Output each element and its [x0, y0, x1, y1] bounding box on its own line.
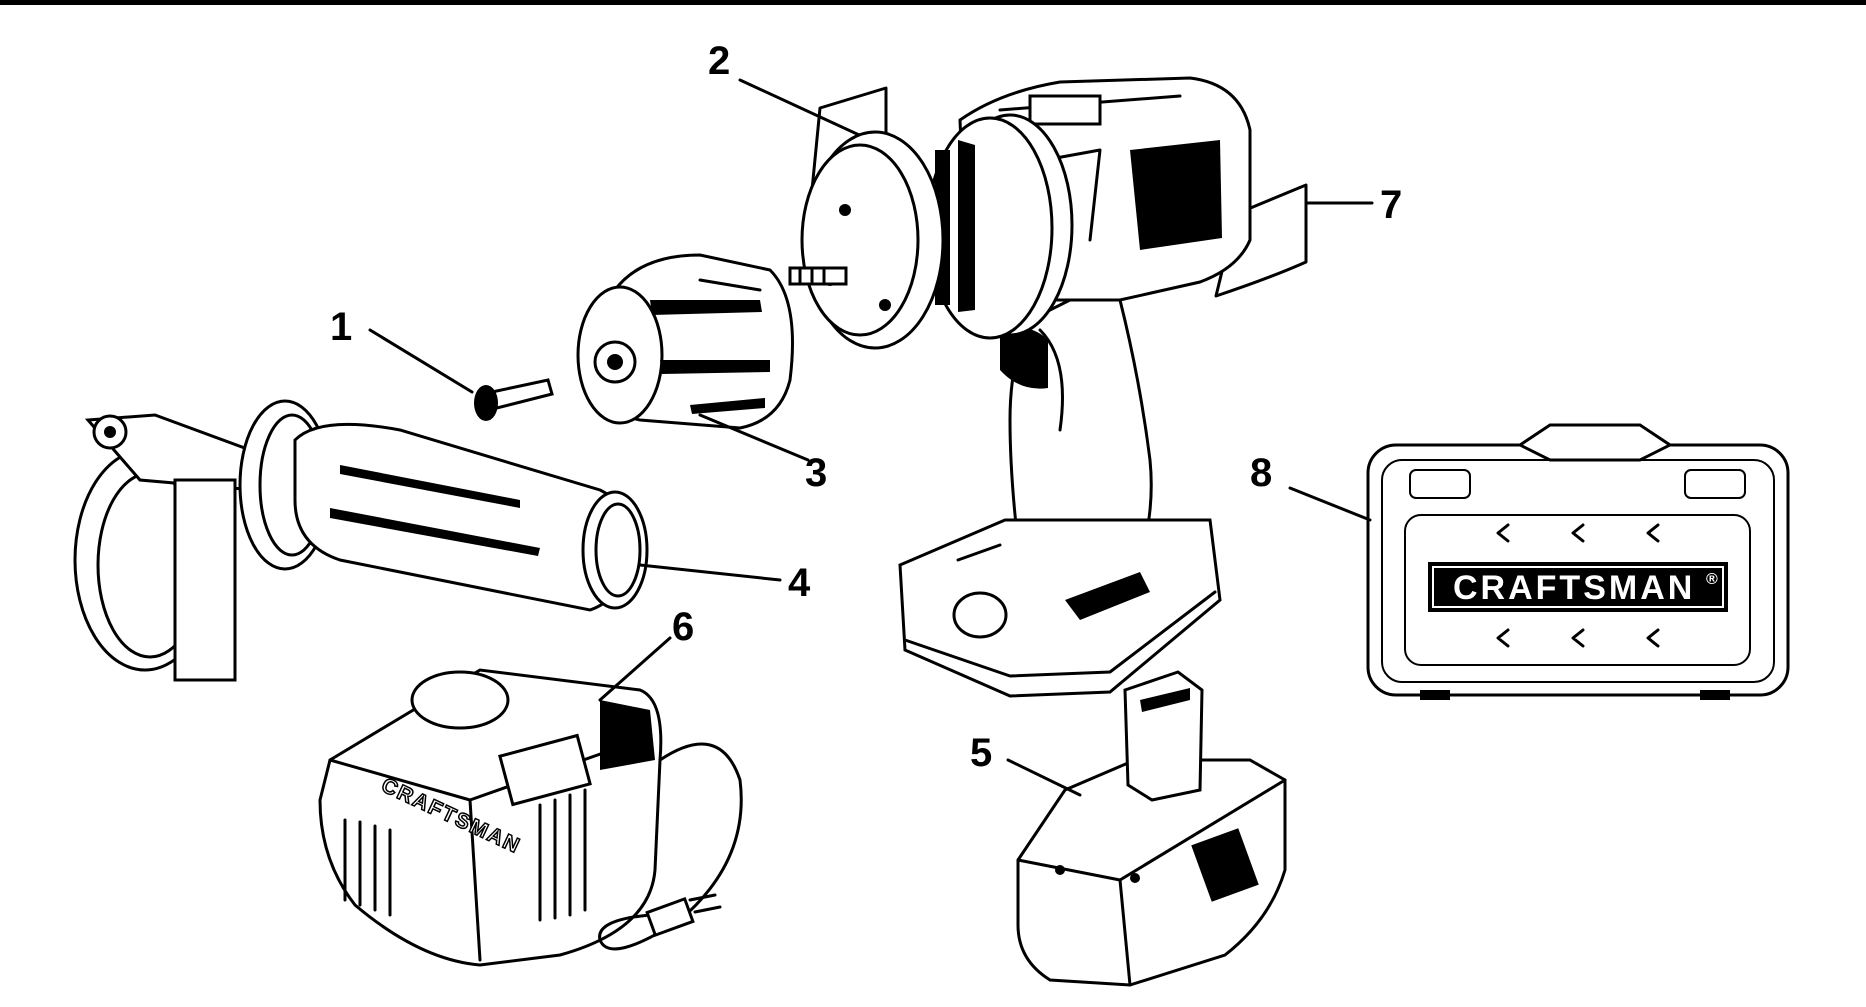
callout-2: 2 [708, 39, 730, 83]
callout-3: 3 [805, 451, 827, 495]
drill-body [898, 76, 1252, 698]
case-logo-registered: ® [1706, 571, 1721, 588]
callout-8: 8 [1250, 451, 1272, 495]
callout-7: 7 [1380, 183, 1402, 227]
callout-6: 6 [672, 605, 694, 649]
callout-1: 1 [330, 305, 352, 349]
part-6-charger: CRAFTSMAN [318, 636, 743, 967]
part-3-chuck-sleeve [576, 253, 810, 462]
callout-4: 4 [788, 561, 811, 605]
part-8-carrying-case: CRAFTSMAN ® [1288, 423, 1790, 700]
callout-5: 5 [970, 731, 992, 775]
top-rule [0, 0, 1866, 5]
part-4-side-handle [73, 399, 782, 682]
drill-chuck-assembly [788, 113, 1074, 350]
part-1-screw [368, 328, 554, 421]
part-5-battery [1006, 670, 1287, 987]
case-logo: CRAFTSMAN [1453, 569, 1695, 607]
